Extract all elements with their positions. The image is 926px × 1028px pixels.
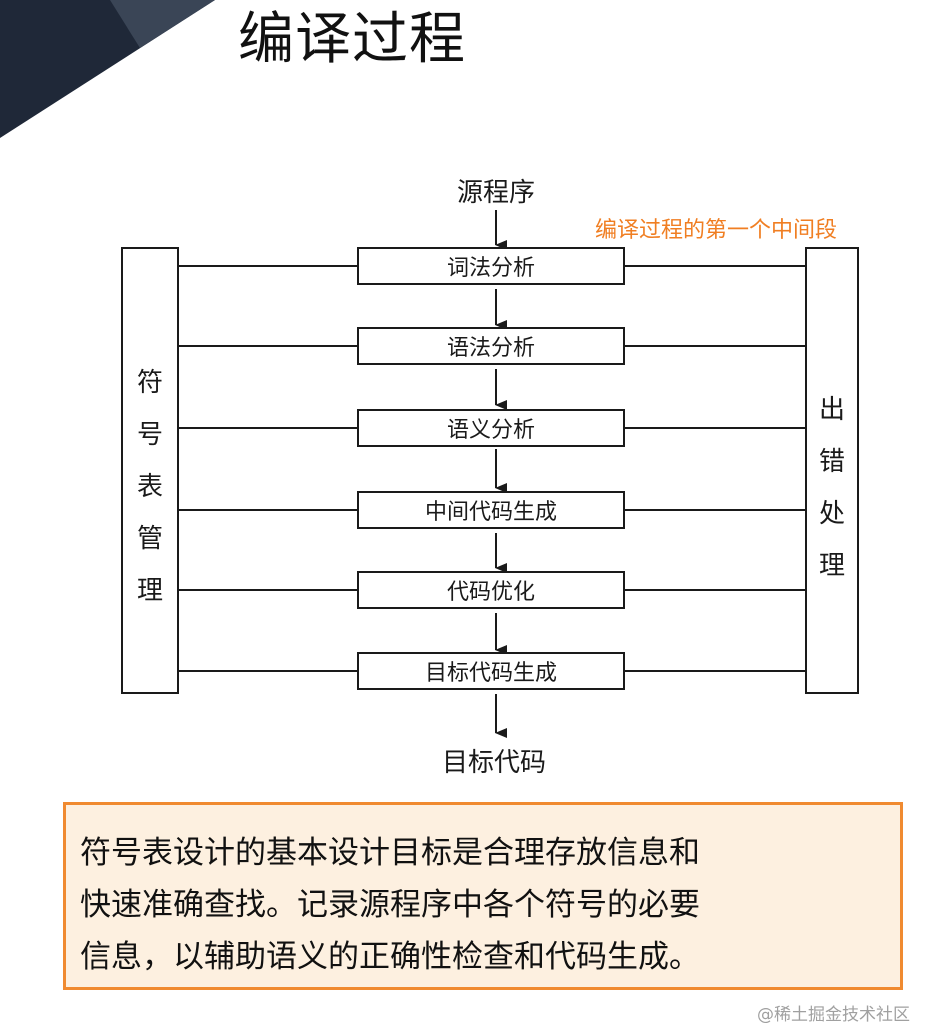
note-line: 信息，以辅助语义的正确性检查和代码生成。: [80, 939, 700, 975]
stage-lexical-analysis: 词法分析: [357, 247, 625, 285]
note-line: 符号表设计的基本设计目标是合理存放信息和: [80, 835, 700, 871]
corner-decoration: [0, 0, 215, 138]
panel-char: 出: [818, 395, 845, 425]
source-program-label: 源程序: [456, 178, 535, 208]
stage-syntax-analysis: 语法分析: [357, 327, 625, 365]
panel-char: 符: [136, 368, 163, 398]
symbol-table-panel: 符 号 表 管 理: [121, 247, 179, 694]
stage-semantic-analysis: 语义分析: [357, 409, 625, 447]
panel-char: 理: [136, 576, 163, 606]
stage-intermediate-code: 中间代码生成: [357, 491, 625, 529]
panel-char: 错: [818, 447, 845, 477]
stage-target-code-gen: 目标代码生成: [357, 652, 625, 690]
note-box: 符号表设计的基本设计目标是合理存放信息和 快速准确查找。记录源程序中各个符号的必…: [63, 802, 903, 990]
panel-char: 管: [136, 524, 163, 554]
slide-title: 编译过程: [238, 7, 466, 72]
stage-code-optimization: 代码优化: [357, 571, 625, 609]
error-handling-panel: 出 错 处 理: [805, 247, 859, 694]
panel-char: 表: [136, 472, 163, 502]
error-handling-panel-text: 出 错 处 理: [807, 384, 857, 592]
panel-char: 处: [818, 499, 845, 529]
target-code-label: 目标代码: [441, 748, 546, 778]
note-line: 快速准确查找。记录源程序中各个符号的必要: [80, 887, 700, 923]
panel-char: 理: [818, 551, 845, 581]
watermark: @稀土掘金技术社区: [757, 1005, 910, 1025]
panel-char: 号: [136, 420, 163, 450]
annotation-text: 编译过程的第一个中间段: [595, 218, 838, 243]
symbol-table-panel-text: 符 号 表 管 理: [123, 357, 177, 617]
